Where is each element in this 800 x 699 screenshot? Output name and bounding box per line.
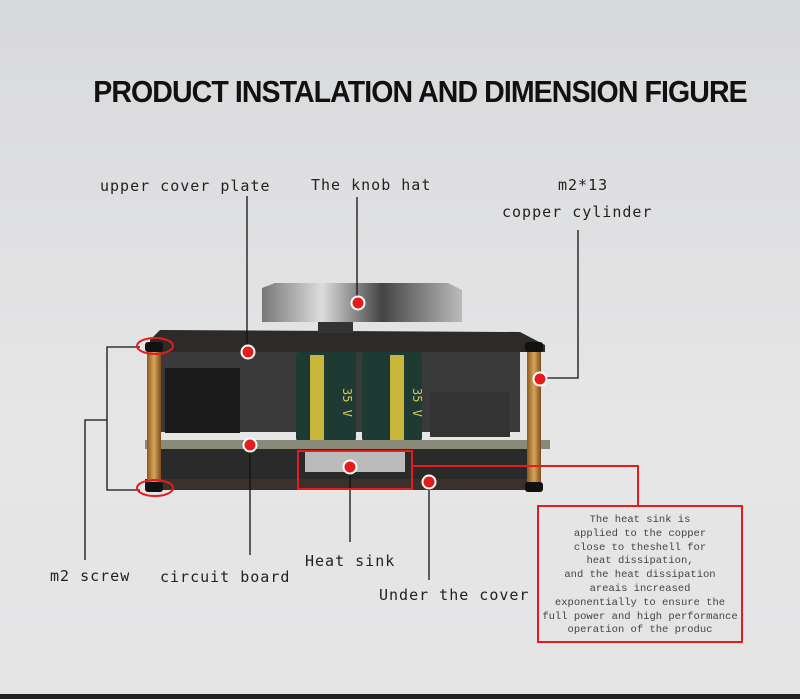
label-heat-sink: Heat sink bbox=[305, 552, 396, 570]
connector bbox=[165, 368, 240, 433]
label-m2-13: m2*13 bbox=[558, 176, 609, 194]
circuit-board bbox=[145, 440, 550, 449]
label-upper-cover-plate: upper cover plate bbox=[100, 177, 271, 195]
marker-dots bbox=[240, 295, 548, 490]
label-m2-screw: m2 screw bbox=[50, 567, 131, 585]
label-copper-cylinder: copper cylinder bbox=[502, 203, 653, 221]
label-under-cover: Under the cover bbox=[379, 586, 530, 604]
bottom-divider bbox=[0, 694, 800, 699]
svg-text:35 V: 35 V bbox=[410, 388, 424, 417]
label-circuit-board: circuit board bbox=[160, 568, 291, 586]
leader-lines bbox=[84, 196, 579, 580]
heat-sink-note: The heat sink is applied to the copper c… bbox=[537, 505, 743, 643]
copper-cylinder bbox=[147, 352, 161, 482]
copper-cylinder bbox=[527, 352, 541, 482]
upper-cover-plate bbox=[150, 330, 545, 352]
highlights bbox=[136, 337, 639, 505]
label-knob-hat: The knob hat bbox=[311, 176, 432, 194]
page-title: PRODUCT INSTALATION AND DIMENSION FIGURE bbox=[93, 74, 747, 109]
svg-text:35 V: 35 V bbox=[340, 388, 354, 417]
